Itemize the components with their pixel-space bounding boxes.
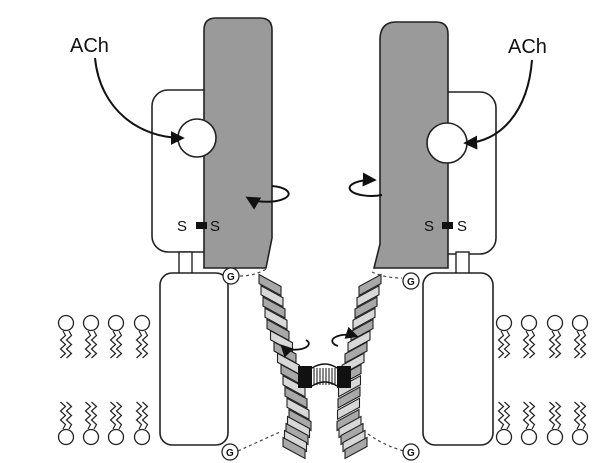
lipid-tail	[505, 402, 510, 429]
glycine-label-left-bottom: G	[226, 448, 234, 459]
hydrophobic-gate	[298, 364, 351, 388]
glycine-label-right-bottom: G	[407, 448, 415, 459]
right-dashed-link-bottom	[368, 434, 404, 451]
right-transmembrane-domain	[423, 273, 493, 445]
lipid-tail	[117, 331, 122, 358]
lipid-tail	[111, 331, 116, 358]
lipid-head	[84, 430, 99, 445]
lipid-tail	[137, 331, 142, 358]
lipid-head	[573, 316, 588, 331]
sulfur-label-left-b: S	[210, 218, 220, 235]
sulfur-label-left-a: S	[177, 218, 187, 235]
lipid-tail	[575, 402, 580, 429]
lipid-head	[135, 430, 150, 445]
left-dashed-link-bottom	[238, 432, 280, 451]
lipid-tail	[556, 402, 561, 429]
lipid-tail	[575, 331, 580, 358]
lipid-head	[135, 316, 150, 331]
sulfur-label-right-a: S	[424, 218, 434, 235]
glycine-label-left-top: G	[227, 272, 235, 283]
lipid-head	[109, 316, 124, 331]
lipid-tail	[61, 331, 66, 358]
lipid-tail	[92, 402, 97, 429]
right-lipid-bilayer	[497, 316, 588, 445]
lipid-tail	[86, 331, 91, 358]
lipid-head	[59, 430, 74, 445]
lipid-head	[497, 430, 512, 445]
lipid-head	[59, 316, 74, 331]
left-disulfide-bond	[196, 222, 207, 229]
lipid-tail	[67, 402, 72, 429]
lipid-tail	[550, 331, 555, 358]
lipid-tail	[143, 331, 148, 358]
right-ach-binding-site	[427, 123, 467, 163]
lipid-head	[548, 430, 563, 445]
left-dashed-link-top	[240, 268, 268, 276]
left-subunit	[95, 18, 289, 460]
lipid-tail	[117, 402, 122, 429]
lipid-head	[573, 430, 588, 445]
right-subunit	[350, 22, 532, 460]
right-disulfide-bond	[442, 222, 453, 229]
sulfur-label-right-b: S	[457, 218, 467, 235]
lipid-head	[497, 316, 512, 331]
right-rotation-arrow	[350, 180, 382, 196]
lipid-tail	[581, 331, 586, 358]
lipid-head	[522, 316, 537, 331]
lipid-head	[548, 316, 563, 331]
lipid-tail	[530, 331, 535, 358]
left-transmembrane-domain	[160, 273, 228, 445]
lipid-head	[109, 430, 124, 445]
lipid-tail	[499, 402, 504, 429]
lipid-tail	[137, 402, 142, 429]
lipid-tail	[61, 402, 66, 429]
lipid-tail	[111, 402, 116, 429]
glycine-label-right-top: G	[407, 277, 415, 288]
lipid-head	[522, 430, 537, 445]
lipid-tail	[524, 402, 529, 429]
lipid-tail	[67, 331, 72, 358]
lipid-tail	[550, 402, 555, 429]
lipid-head	[84, 316, 99, 331]
lipid-tail	[556, 331, 561, 358]
lipid-tail	[505, 331, 510, 358]
left-ach-binding-site	[178, 119, 216, 157]
lipid-tail	[530, 402, 535, 429]
lipid-tail	[581, 402, 586, 429]
lipid-tail	[143, 402, 148, 429]
right-linker	[456, 252, 469, 275]
left-lipid-bilayer	[59, 316, 150, 445]
lipid-tail	[499, 331, 504, 358]
lipid-tail	[92, 331, 97, 358]
ach-label-right: ACh	[508, 36, 547, 58]
ach-label-left: ACh	[70, 35, 109, 57]
left-linker	[179, 252, 192, 275]
lipid-tail	[524, 331, 529, 358]
lipid-tail	[86, 402, 91, 429]
